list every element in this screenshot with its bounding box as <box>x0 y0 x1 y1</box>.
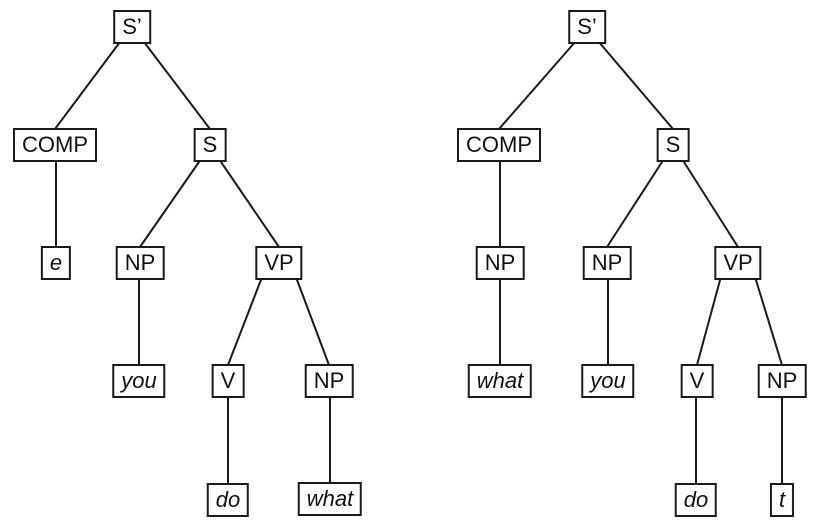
t1-node-np-comp: NP <box>475 246 525 280</box>
t1-node-s: S <box>656 128 690 162</box>
t1-node-np-object: NP <box>757 364 807 398</box>
t1-node-you: you <box>581 364 635 398</box>
t1-node-s-bar: S’ <box>568 10 606 44</box>
t0-node-np-subject: NP <box>115 246 165 280</box>
t1-node-do: do <box>674 483 718 517</box>
t0-node-s: S <box>193 128 227 162</box>
t1-node-v: V <box>680 364 714 398</box>
t1-node-vp: VP <box>714 246 762 280</box>
t0-node-np-object: NP <box>304 364 354 398</box>
t1-node-comp: COMP <box>457 128 541 162</box>
t0-node-s-bar: S’ <box>113 10 151 44</box>
t0-node-what: what <box>297 482 363 516</box>
t0-node-vp: VP <box>255 246 303 280</box>
t0-node-comp: COMP <box>13 128 97 162</box>
t0-node-e: e <box>40 246 72 280</box>
t0-node-do: do <box>206 483 250 517</box>
t1-node-t: t <box>769 483 795 517</box>
t0-node-v: V <box>211 364 245 398</box>
t1-node-what: what <box>467 364 533 398</box>
t1-node-np-subject: NP <box>582 246 632 280</box>
t0-node-you: you <box>112 364 166 398</box>
